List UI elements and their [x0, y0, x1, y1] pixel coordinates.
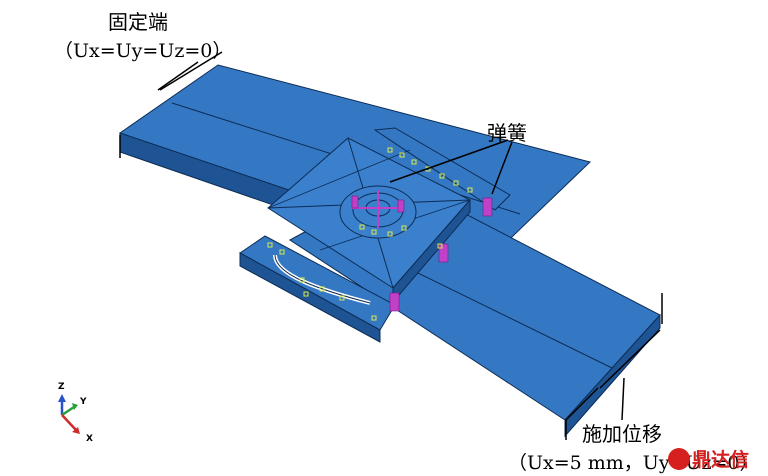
applied-disp-condition: （Ux=5 mm，Uy=Uz=0） [508, 452, 759, 474]
fixed-end-title: 固定端 [108, 10, 168, 34]
fixed-end-bracket [119, 51, 223, 158]
spring-label: 弹簧 [487, 121, 527, 145]
bolt-assembly [339, 185, 417, 239]
spring-5 [397, 199, 405, 213]
watermark-logo-icon [668, 448, 690, 470]
spring-leader-2 [491, 141, 513, 195]
leader-lines [157, 61, 625, 421]
applied-disp-title: 施加位移 [582, 422, 662, 446]
spring-leader-1 [389, 139, 509, 183]
springs [351, 195, 493, 312]
spring-2 [438, 243, 449, 263]
axis-x-label: X [86, 434, 93, 444]
watermark-text: 鼎达信 [692, 449, 750, 471]
applied-disp-bracket [565, 293, 663, 440]
disp-leader [621, 377, 625, 421]
diag-3 [267, 149, 411, 209]
constraint-markers [267, 147, 473, 321]
spring-3 [389, 292, 400, 312]
back-tab [373, 127, 511, 211]
back-tab-top [373, 127, 511, 211]
front-tab-side [239, 252, 381, 343]
fixed-end-condition: （Ux=Uy=Uz=0） [54, 40, 232, 62]
spring-4 [351, 195, 359, 209]
spring-1 [482, 197, 493, 217]
watermark: 鼎达信 [668, 445, 749, 472]
fixed-end-leader [157, 61, 199, 91]
axis-y-label: Y [80, 397, 87, 407]
axis-triad [58, 394, 80, 434]
axis-z-label: Z [58, 382, 65, 392]
